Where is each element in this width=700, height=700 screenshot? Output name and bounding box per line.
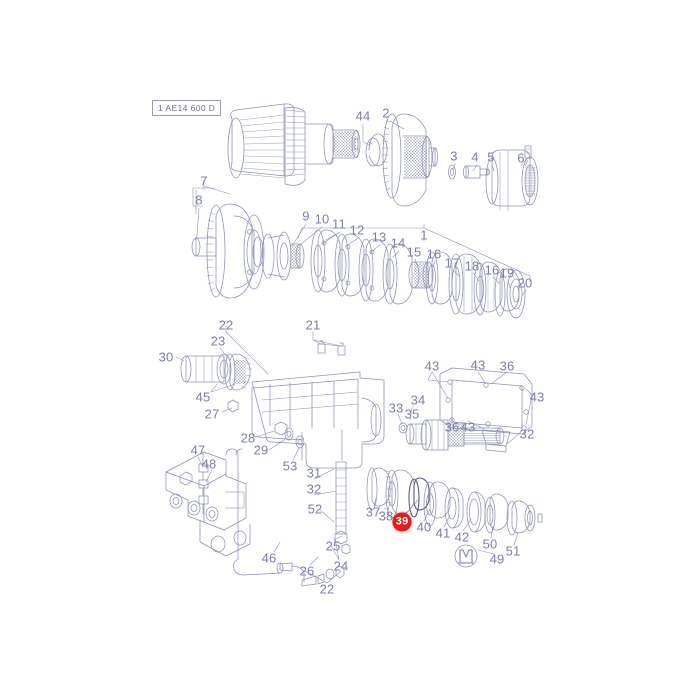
part-callout-43[interactable]: 43 bbox=[424, 358, 440, 374]
part-callout-37[interactable]: 37 bbox=[365, 504, 381, 520]
part-callout-20[interactable]: 20 bbox=[517, 275, 533, 291]
part-callout-5[interactable]: 5 bbox=[487, 149, 495, 165]
part-callout-23[interactable]: 23 bbox=[210, 333, 226, 349]
output-shaft-group bbox=[366, 467, 543, 568]
top-assembly-group bbox=[227, 103, 539, 212]
part-callout-50[interactable]: 50 bbox=[482, 536, 498, 552]
part-callout-15[interactable]: 15 bbox=[406, 244, 422, 260]
part-callout-14[interactable]: 14 bbox=[390, 235, 406, 251]
part-callout-34[interactable]: 34 bbox=[410, 392, 426, 408]
part-callout-19[interactable]: 19 bbox=[499, 265, 515, 281]
part-callout-36[interactable]: 36 bbox=[499, 358, 515, 374]
part-callout-16[interactable]: 16 bbox=[484, 262, 500, 278]
part-callout-27[interactable]: 27 bbox=[204, 406, 220, 422]
part-callout-48[interactable]: 48 bbox=[201, 456, 217, 472]
part-callout-18[interactable]: 18 bbox=[464, 258, 480, 274]
part-callout-9[interactable]: 9 bbox=[302, 208, 310, 224]
part-callout-35[interactable]: 35 bbox=[404, 406, 420, 422]
part-callout-43[interactable]: 43 bbox=[470, 357, 486, 373]
part-callout-36[interactable]: 36 bbox=[444, 419, 460, 435]
part-callout-16[interactable]: 16 bbox=[426, 246, 442, 262]
part-callout-52[interactable]: 52 bbox=[307, 501, 323, 517]
part-callout-28[interactable]: 28 bbox=[240, 430, 256, 446]
part-callout-26[interactable]: 26 bbox=[299, 563, 315, 579]
part-callout-33[interactable]: 33 bbox=[388, 400, 404, 416]
part-callout-10[interactable]: 10 bbox=[314, 211, 330, 227]
part-callout-30[interactable]: 30 bbox=[158, 349, 174, 365]
part-callout-53[interactable]: 53 bbox=[282, 458, 298, 474]
part-callout-46[interactable]: 46 bbox=[261, 550, 277, 566]
part-callout-42[interactable]: 42 bbox=[454, 529, 470, 545]
part-callout-44[interactable]: 44 bbox=[355, 108, 371, 124]
part-callout-7[interactable]: 7 bbox=[200, 173, 208, 189]
part-callout-39-highlighted[interactable]: 39 bbox=[392, 512, 412, 532]
part-callout-6[interactable]: 6 bbox=[517, 150, 525, 166]
part-callout-41[interactable]: 41 bbox=[435, 525, 451, 541]
leader-lines bbox=[175, 120, 533, 584]
part-callout-32[interactable]: 32 bbox=[306, 481, 322, 497]
part-callout-49[interactable]: 49 bbox=[489, 551, 505, 567]
clutch-pack-group bbox=[191, 203, 526, 319]
part-callout-22[interactable]: 22 bbox=[218, 317, 234, 333]
pump-shaft-group bbox=[180, 340, 385, 469]
part-callout-13[interactable]: 13 bbox=[371, 229, 387, 245]
drawing-number-tag: 1 AE14 600 D bbox=[152, 100, 222, 116]
part-callout-43[interactable]: 43 bbox=[529, 389, 545, 405]
part-callout-22[interactable]: 22 bbox=[319, 581, 335, 597]
part-callout-51[interactable]: 51 bbox=[505, 543, 521, 559]
part-callout-4[interactable]: 4 bbox=[471, 149, 479, 165]
part-callout-17[interactable]: 17 bbox=[444, 255, 460, 271]
part-callout-47[interactable]: 47 bbox=[190, 442, 206, 458]
part-callout-3[interactable]: 3 bbox=[450, 148, 458, 164]
part-callout-12[interactable]: 12 bbox=[349, 222, 365, 238]
part-callout-24[interactable]: 24 bbox=[333, 558, 349, 574]
part-callout-31[interactable]: 31 bbox=[306, 465, 322, 481]
part-callout-25[interactable]: 25 bbox=[325, 538, 341, 554]
part-callout-40[interactable]: 40 bbox=[416, 519, 432, 535]
part-callout-11[interactable]: 11 bbox=[332, 216, 346, 232]
part-callout-21[interactable]: 21 bbox=[305, 317, 321, 333]
part-callout-45[interactable]: 45 bbox=[195, 389, 211, 405]
part-callout-38[interactable]: 38 bbox=[378, 508, 394, 524]
part-callout-32[interactable]: 32 bbox=[519, 426, 535, 442]
valve-block-group bbox=[165, 448, 351, 587]
part-callout-1[interactable]: 1 bbox=[420, 227, 428, 243]
part-callout-43[interactable]: 43 bbox=[460, 419, 476, 435]
part-callout-8[interactable]: 8 bbox=[195, 192, 203, 208]
cover-plate-group bbox=[398, 367, 533, 453]
part-callout-2[interactable]: 2 bbox=[382, 105, 390, 121]
part-callout-29[interactable]: 29 bbox=[253, 442, 269, 458]
